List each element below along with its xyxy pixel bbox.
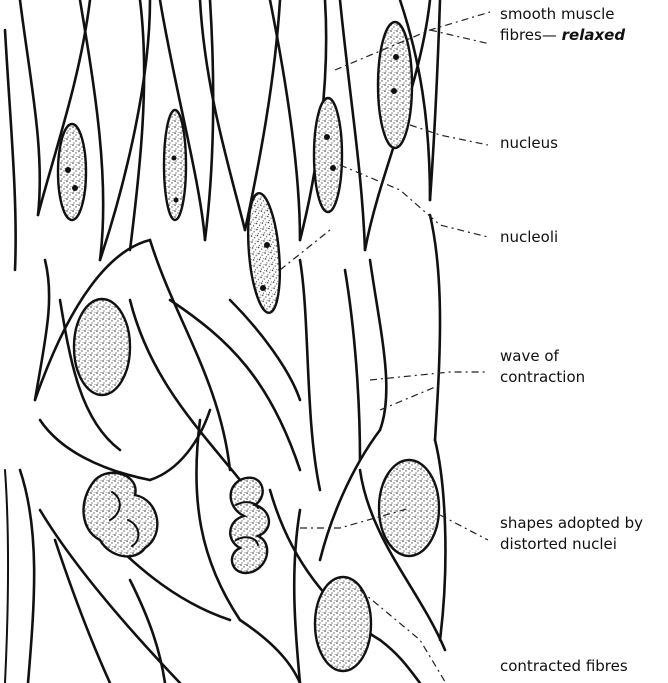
label-relaxed: relaxed — [562, 26, 625, 44]
label-distorted-nuclei: shapes adopted by distorted nuclei — [500, 513, 643, 555]
label-wave-line1: wave of — [500, 346, 585, 367]
nucleus-4 — [314, 98, 342, 212]
lower-fibres — [5, 215, 445, 683]
label-nucleoli: nucleoli — [500, 227, 558, 248]
label-nucleus: nucleus — [500, 133, 558, 154]
label-shapes-line2: distorted nuclei — [500, 534, 643, 555]
label-fibres: fibres— — [500, 26, 557, 44]
label-smooth-muscle: smooth muscle fibres— relaxed — [500, 4, 625, 46]
nucleus-3 — [244, 192, 284, 314]
distorted-nucleus-1 — [84, 473, 158, 557]
label-smooth-muscle-line2: fibres— relaxed — [500, 25, 625, 46]
nucleus-2 — [164, 110, 186, 220]
label-shapes-line1: shapes adopted by — [500, 513, 643, 534]
label-wave-line2: contraction — [500, 367, 585, 388]
nucleus-round-1 — [74, 299, 130, 395]
label-smooth-muscle-line1: smooth muscle — [500, 4, 625, 25]
nucleus-1 — [58, 124, 86, 220]
nucleus-round-2 — [379, 460, 439, 556]
label-wave-of-contraction: wave of contraction — [500, 346, 585, 388]
label-contracted-fibres: contracted fibres — [500, 656, 628, 677]
distorted-nucleus-2 — [230, 478, 269, 573]
nucleus-round-3 — [315, 577, 371, 671]
nucleus-5 — [378, 22, 412, 148]
